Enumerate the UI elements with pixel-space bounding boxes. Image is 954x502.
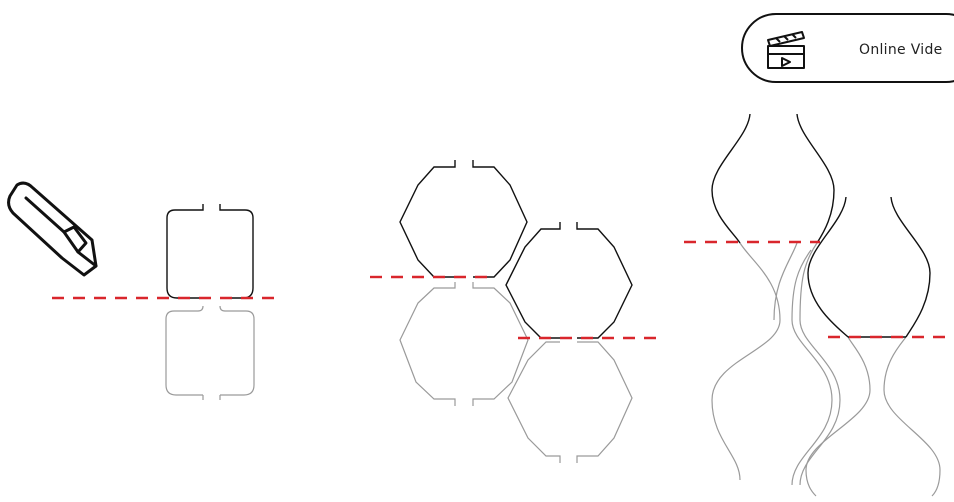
square-tile-cut xyxy=(52,204,280,400)
square-tile-upper xyxy=(166,204,254,299)
film-clapper-icon xyxy=(767,31,805,69)
curve-lower-right xyxy=(805,336,941,497)
curve-tile-cut xyxy=(684,113,954,497)
hex-tile-cut xyxy=(370,160,662,463)
curve-upper-right xyxy=(807,196,931,338)
utility-knife-icon xyxy=(7,181,98,277)
hex-lower-right xyxy=(507,341,633,463)
square-tile-lower xyxy=(165,305,255,400)
hex-lower-left xyxy=(399,282,529,406)
online-video-label: Online Vide xyxy=(859,42,943,58)
curve-upper-left xyxy=(711,113,835,244)
online-video-button[interactable]: Online Vide xyxy=(741,13,954,83)
hex-upper-left xyxy=(399,160,528,278)
curve-lower-left xyxy=(711,242,841,486)
hex-upper-right xyxy=(505,222,633,339)
